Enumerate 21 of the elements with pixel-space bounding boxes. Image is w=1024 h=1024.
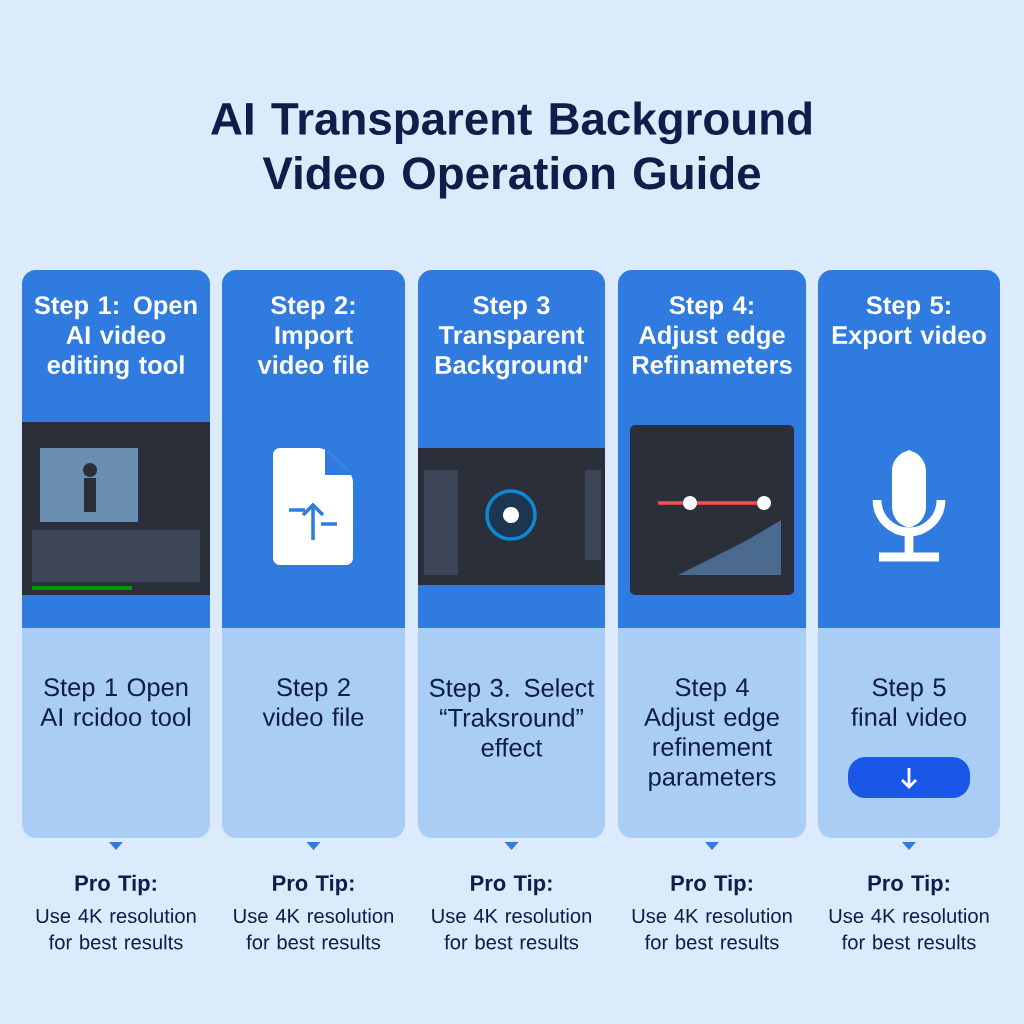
pro-tip-heading: Pro Tip: — [273, 874, 354, 896]
pro-tip-text: Use 4K resolution for best results — [829, 908, 989, 950]
pro-tip-text: Use 4K resolution for best results — [234, 908, 393, 950]
pro-tip-heading: Pro Tip: — [471, 874, 552, 896]
pro-tip-text: Use 4K resolution for best results — [36, 908, 196, 950]
pro-tip-text: Use 4K resolution for best results — [432, 908, 591, 950]
step-description: Step 2 video file — [262, 678, 364, 727]
step-title: Step 4: Adjust edge Refinameters — [633, 296, 792, 374]
step-title: Step 3 Transparent Background' — [435, 296, 588, 380]
step-title: Step 5: Export video — [832, 296, 986, 350]
step-description: Step 3. Select “Traksround” effect — [429, 678, 595, 757]
step-title: Step 1: Open AI video editing tool — [34, 296, 197, 380]
step-description: Step 1 Open AI rcidoo tool — [40, 678, 191, 727]
step-description: Step 5 final video — [851, 678, 966, 727]
pro-tip-heading: Pro Tip: — [671, 874, 752, 896]
step-title: Step 2: Import video file — [257, 296, 369, 374]
step-description: Step 4 Adjust edge refinement parameters — [644, 678, 779, 791]
title: AI Transparent Background Video Operation Guide — [211, 101, 811, 199]
pro-tip-heading: Pro Tip: — [868, 874, 949, 896]
pro-tip-heading: Pro Tip: — [75, 874, 156, 896]
pro-tip-text: Use 4K resolution for best results — [632, 908, 792, 950]
